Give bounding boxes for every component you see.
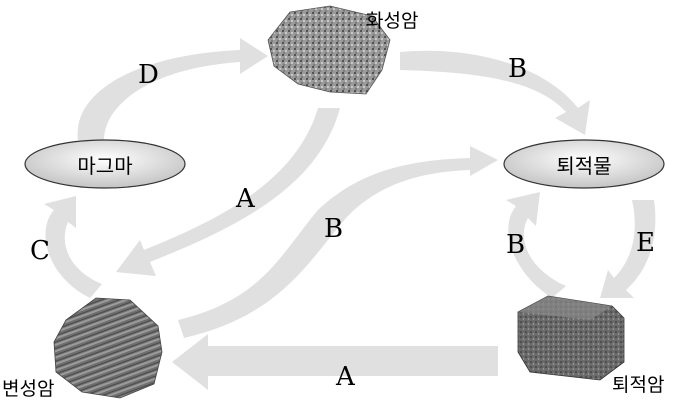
process-label-igneous-to-sediment: B [508, 54, 528, 84]
process-label-igneous-to-metamorphic: A [236, 184, 255, 214]
arrow-sedimentary-to-metamorphic [172, 334, 498, 390]
process-label-metamorphic-to-sediment: B [324, 214, 344, 244]
process-label-sedimentary-to-sediment: B [506, 230, 526, 260]
metamorphic-rock-image [53, 297, 163, 399]
sediment-label: 퇴적물 [556, 153, 612, 178]
arrow-magma-to-igneous [77, 38, 269, 140]
arrow-metamorphic-to-sediment [178, 146, 498, 338]
magma-ellipse [24, 139, 186, 189]
process-label-magma-to-igneous: D [138, 60, 159, 90]
sedimentary-rock-label: 퇴적암 [612, 374, 665, 396]
arrow-sedimentary-to-sediment [506, 192, 566, 298]
igneous-rock-image [267, 5, 391, 95]
arrow-igneous-to-sediment [400, 50, 590, 135]
arrow-igneous-to-metamorphic [116, 108, 340, 276]
process-label-metamorphic-to-magma: C [30, 236, 50, 266]
sediment-ellipse [503, 139, 665, 189]
magma-label: 마그마 [77, 153, 133, 178]
arrow-sediment-to-sedimentary [600, 200, 656, 298]
sedimentary-rock-image [517, 295, 625, 381]
process-label-sedimentary-to-metamorphic: A [336, 362, 355, 392]
arrow-metamorphic-to-magma [44, 196, 102, 298]
process-label-sediment-to-sedimentary: E [636, 228, 655, 258]
metamorphic-rock-label: 변성암 [2, 378, 55, 400]
igneous-rock-label: 화성암 [366, 10, 419, 32]
